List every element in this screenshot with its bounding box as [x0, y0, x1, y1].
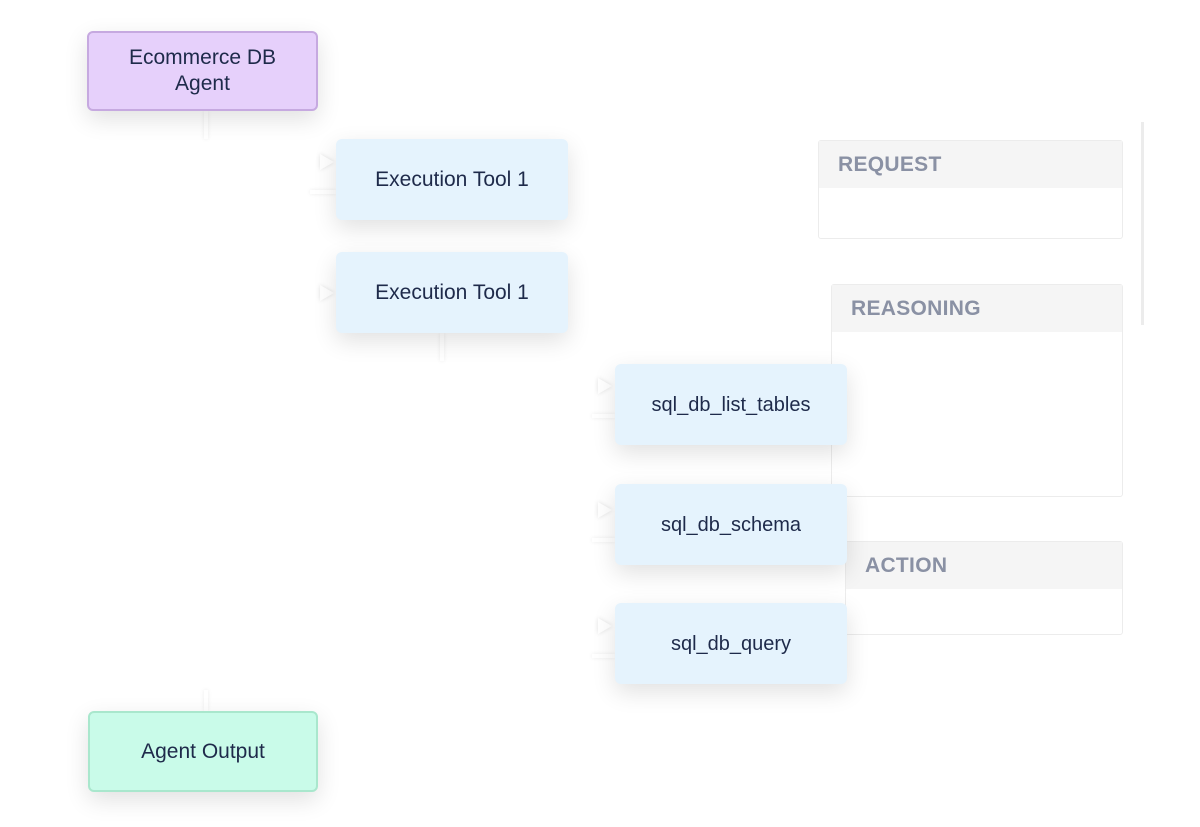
connector	[440, 333, 444, 361]
node-label: Execution Tool 1	[375, 167, 529, 191]
reasoning-panel: REASONING	[831, 284, 1123, 497]
sql-schema-node[interactable]: sql_db_schema	[615, 484, 847, 565]
action-panel: ACTION	[845, 541, 1123, 635]
arrow-right-icon	[598, 378, 612, 394]
arrow-right-icon	[320, 285, 334, 301]
connector	[204, 111, 208, 139]
agent-output-node[interactable]: Agent Output	[88, 711, 318, 792]
node-label: sql_db_list_tables	[651, 393, 811, 416]
reasoning-panel-header: REASONING	[832, 285, 1122, 332]
sql-query-node[interactable]: sql_db_query	[615, 603, 847, 684]
connector	[592, 538, 615, 542]
arrow-right-icon	[598, 618, 612, 634]
connector	[310, 190, 336, 194]
request-panel: REQUEST	[818, 140, 1123, 239]
agent-node[interactable]: Ecommerce DB Agent	[87, 31, 318, 111]
arrow-right-icon	[598, 502, 612, 518]
scrollbar[interactable]	[1141, 122, 1144, 325]
connector	[592, 654, 615, 658]
connector	[592, 414, 615, 418]
agent-node-label: Ecommerce DB Agent	[128, 46, 277, 95]
connector	[204, 690, 208, 711]
arrow-right-icon	[320, 154, 334, 170]
execution-tool-node-1[interactable]: Execution Tool 1	[336, 139, 568, 220]
request-panel-header: REQUEST	[819, 141, 1122, 188]
node-label: sql_db_schema	[660, 513, 802, 536]
node-label: Execution Tool 1	[375, 280, 529, 304]
node-label: sql_db_query	[670, 632, 792, 655]
execution-tool-node-2[interactable]: Execution Tool 1	[336, 252, 568, 333]
node-label: Agent Output	[141, 739, 265, 763]
sql-list-tables-node[interactable]: sql_db_list_tables	[615, 364, 847, 445]
action-panel-header: ACTION	[846, 542, 1122, 589]
